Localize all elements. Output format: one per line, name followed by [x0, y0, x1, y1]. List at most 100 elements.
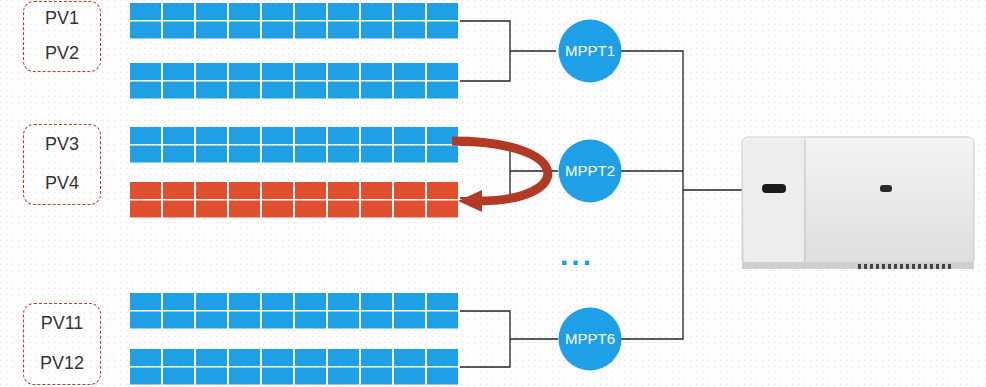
pv-strings: [130, 3, 458, 385]
pv-cell: [394, 22, 425, 39]
inverter-port: [912, 264, 915, 269]
pv-cell: [328, 182, 359, 199]
pv-cell: [229, 3, 260, 20]
pv-cell: [163, 349, 194, 366]
pv-cell: [196, 182, 227, 199]
pv-cell: [427, 182, 458, 199]
pv-group-box: PV1PV2: [23, 1, 101, 72]
pv-cell: [130, 22, 161, 39]
inverter-handle: [762, 184, 786, 193]
pv-string-label: PV3: [45, 135, 79, 155]
pv-cell: [295, 312, 326, 329]
inverter-port: [894, 264, 897, 269]
pv-cell: [427, 146, 458, 163]
pv-cell: [361, 3, 392, 20]
pv-cell: [262, 312, 293, 329]
pv-cell: [328, 82, 359, 99]
pv-cell: [427, 82, 458, 99]
pv-cell: [229, 201, 260, 218]
pv-cell: [130, 312, 161, 329]
pv-cell: [361, 182, 392, 199]
pv-cell: [295, 368, 326, 385]
pv-cell: [229, 349, 260, 366]
pv-cell: [394, 182, 425, 199]
pv-cell: [130, 349, 161, 366]
pv-cell: [394, 127, 425, 144]
pv-cell: [427, 201, 458, 218]
pv-string-label: PV1: [45, 9, 79, 29]
pv-cell: [394, 368, 425, 385]
pv-cell: [130, 201, 161, 218]
pv-cell: [196, 146, 227, 163]
pv-cell: [427, 312, 458, 329]
pv-cell: [427, 293, 458, 310]
pv-cell: [361, 63, 392, 80]
pv-cell: [196, 201, 227, 218]
inverter-port: [882, 264, 885, 269]
pv-cell: [361, 201, 392, 218]
pv-cell: [295, 63, 326, 80]
pv-cell: [394, 293, 425, 310]
pv-cell: [262, 3, 293, 20]
pv-cell: [130, 182, 161, 199]
inverter-logo: [880, 185, 892, 192]
pv-cell: [328, 368, 359, 385]
inverter-illustration: [742, 137, 974, 269]
pv-cell: [328, 127, 359, 144]
inverter-port: [864, 264, 867, 269]
pv-cell: [295, 82, 326, 99]
pv-cell: [196, 312, 227, 329]
pv-cell: [394, 146, 425, 163]
pv-cell: [328, 201, 359, 218]
inverter-port: [936, 264, 939, 269]
inverter-port: [900, 264, 903, 269]
pv-cell: [262, 293, 293, 310]
mppt-circle: MPPT2: [558, 139, 622, 203]
pv-cell: [361, 82, 392, 99]
pv-cell: [394, 349, 425, 366]
pv-cell: [196, 368, 227, 385]
mppt-disc: [558, 19, 621, 82]
pv-cell: [130, 3, 161, 20]
mppt-circle: MPPT1: [558, 19, 622, 83]
pv-cell: [361, 127, 392, 144]
pv-cell: [394, 201, 425, 218]
mppt-disc: [558, 307, 621, 370]
pv-cell: [130, 293, 161, 310]
pv-cell: [262, 82, 293, 99]
pv-cell: [229, 127, 260, 144]
mppt-disc: [558, 139, 621, 202]
pv-cell: [196, 349, 227, 366]
pv-cell: [196, 82, 227, 99]
inverter-port: [942, 264, 945, 269]
pv-cell: [427, 349, 458, 366]
inverter-port: [948, 264, 951, 269]
swap-arrow: [452, 141, 548, 212]
pv-cell: [196, 22, 227, 39]
pv-cell: [361, 293, 392, 310]
inverter-body: [742, 137, 974, 265]
pv-cell: [163, 127, 194, 144]
pv-cell: [229, 146, 260, 163]
ellipsis-mark: ...: [560, 240, 594, 270]
pv-cell: [328, 3, 359, 20]
pv-cell: [295, 201, 326, 218]
pv-cell: [163, 293, 194, 310]
pv-cell: [262, 63, 293, 80]
pv-cell: [427, 22, 458, 39]
pv-cell: [262, 182, 293, 199]
inverter-ports: [858, 264, 951, 269]
pv-cell: [130, 127, 161, 144]
pv-cell: [394, 63, 425, 80]
wire: [460, 311, 558, 367]
pv-group-box: PV11PV12: [23, 303, 101, 385]
pv-cell: [262, 22, 293, 39]
pv-cell: [361, 146, 392, 163]
pv-cell: [196, 293, 227, 310]
pv-cell: [295, 349, 326, 366]
pv-cell: [130, 82, 161, 99]
inverter-seam: [805, 139, 806, 262]
inverter-port: [888, 264, 891, 269]
